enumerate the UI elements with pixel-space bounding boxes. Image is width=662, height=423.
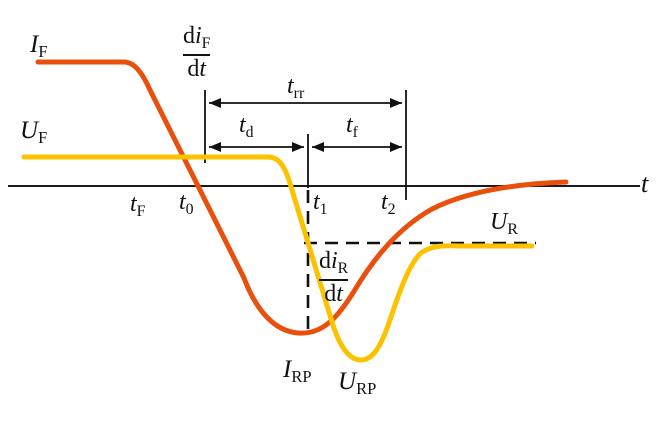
current-curve-if bbox=[35, 59, 569, 336]
label-i-f: IF bbox=[30, 32, 48, 60]
label-t2-sub: 2 bbox=[387, 200, 396, 218]
label-u-r-sub: R bbox=[507, 220, 518, 238]
label-i-rp-base: I bbox=[283, 356, 292, 383]
label-u-f-sub: F bbox=[38, 127, 48, 147]
label-i-rp-sub: RP bbox=[291, 366, 312, 386]
label-t2: t2 bbox=[381, 190, 396, 218]
label-t1-base: t bbox=[313, 189, 320, 215]
label-t-d-sub: d bbox=[245, 123, 254, 141]
label-t-f-interval-sub: f bbox=[352, 123, 358, 141]
label-dif-dt-den-d: d bbox=[187, 55, 200, 82]
label-t-f-axis: tF bbox=[130, 192, 145, 220]
label-t-f-axis-base: t bbox=[130, 191, 137, 217]
label-dif-dt-num-d: d bbox=[183, 23, 195, 49]
label-dif-dt: diF dt bbox=[183, 23, 211, 83]
label-t-rr-base: t bbox=[287, 73, 294, 99]
label-t0: t0 bbox=[179, 190, 194, 218]
label-i-f-sub: F bbox=[38, 41, 48, 61]
label-t1-sub: 1 bbox=[319, 200, 328, 218]
label-u-f-base: U bbox=[20, 117, 39, 144]
label-t-rr-sub: rr bbox=[293, 84, 305, 102]
label-dif-dt-denominator: dt bbox=[187, 55, 207, 83]
label-dif-dt-num-i: i bbox=[195, 23, 202, 49]
label-u-rp-sub: RP bbox=[356, 378, 377, 398]
label-t-rr: trr bbox=[287, 74, 304, 102]
label-dif-dt-num-sub: F bbox=[201, 34, 211, 52]
label-dir-dt-den-t: t bbox=[336, 280, 343, 307]
voltage-curve-uf bbox=[21, 154, 535, 363]
label-t-axis-glyph: t bbox=[641, 169, 649, 198]
label-dir-dt-numerator: diR bbox=[319, 248, 349, 277]
label-t-f-interval: tf bbox=[346, 113, 358, 141]
label-i-f-base: I bbox=[30, 31, 39, 58]
label-t1: t1 bbox=[313, 190, 328, 218]
label-t0-base: t bbox=[179, 189, 186, 215]
label-dir-dt-denominator: dt bbox=[324, 280, 343, 308]
label-u-rp-base: U bbox=[338, 368, 357, 395]
label-u-r: UR bbox=[490, 210, 518, 238]
label-t-f-interval-base: t bbox=[346, 112, 353, 138]
label-u-r-base: U bbox=[490, 209, 508, 235]
label-t0-sub: 0 bbox=[185, 200, 194, 218]
label-t2-base: t bbox=[381, 189, 388, 215]
label-t-axis: t bbox=[641, 171, 648, 197]
dif-dt-fraction-bar bbox=[183, 53, 211, 56]
label-dif-dt-numerator: diF bbox=[183, 23, 211, 52]
label-dir-dt-den-d: d bbox=[324, 280, 337, 307]
label-dir-dt: diR dt bbox=[319, 248, 349, 308]
label-dir-dt-num-sub: R bbox=[337, 259, 349, 277]
label-t-d-base: t bbox=[239, 112, 246, 138]
dir-dt-fraction-bar bbox=[319, 278, 349, 281]
label-u-rp: URP bbox=[338, 369, 376, 397]
label-dif-dt-den-t: t bbox=[199, 55, 207, 82]
label-u-f: UF bbox=[20, 118, 47, 146]
label-t-d: td bbox=[239, 113, 254, 141]
label-dir-dt-num-d: d bbox=[319, 248, 331, 274]
label-dir-dt-num-i: i bbox=[331, 248, 338, 274]
label-t-f-axis-sub: F bbox=[136, 202, 146, 220]
label-i-rp: IRP bbox=[283, 357, 312, 385]
